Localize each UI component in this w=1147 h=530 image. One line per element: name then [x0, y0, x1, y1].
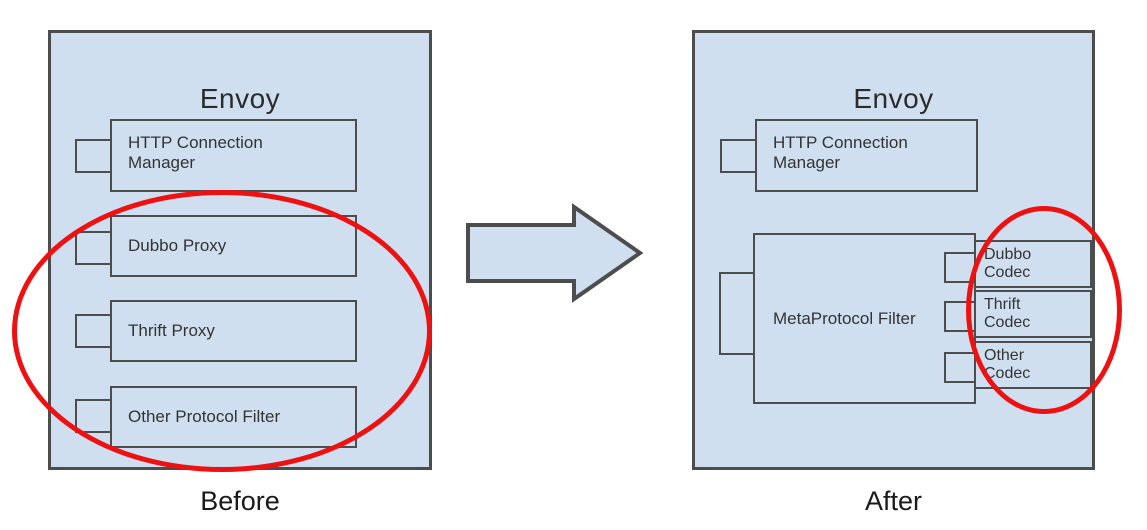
before-caption: Before — [200, 486, 280, 516]
after-socket-http-connection-manager — [720, 139, 758, 173]
after-socket-other-codec — [944, 352, 976, 383]
after-filter-label-1: MetaProtocol Filter — [773, 309, 916, 329]
before-filter-label-0-line2: Manager — [128, 153, 196, 173]
after-envoy-title: Envoy — [853, 83, 934, 114]
after-highlight-ellipse — [966, 206, 1122, 414]
after-filter-http-connection-manager[interactable]: HTTP Connection Manager — [755, 119, 978, 192]
after-filter-label-0-line2: Manager — [773, 153, 841, 173]
after-socket-metaprotocol-filter — [719, 272, 757, 355]
after-caption: After — [864, 486, 923, 516]
before-socket-http-connection-manager — [75, 139, 113, 173]
before-envoy-title: Envoy — [199, 83, 281, 114]
transition-arrow — [466, 203, 644, 303]
after-filter-label-1-line1: MetaProtocol Filter — [773, 309, 916, 328]
after-filter-label-0-line1: HTTP Connection — [773, 133, 908, 152]
before-filter-http-connection-manager[interactable]: HTTP Connection Manager — [110, 119, 357, 192]
before-filter-label-0-line1: HTTP Connection — [128, 133, 263, 152]
before-filter-label-0: HTTP Connection Manager — [128, 133, 263, 173]
after-filter-label-0: HTTP Connection Manager — [773, 133, 908, 173]
after-filter-metaprotocol-filter[interactable]: MetaProtocol Filter — [753, 233, 976, 404]
before-highlight-ellipse — [12, 190, 432, 472]
